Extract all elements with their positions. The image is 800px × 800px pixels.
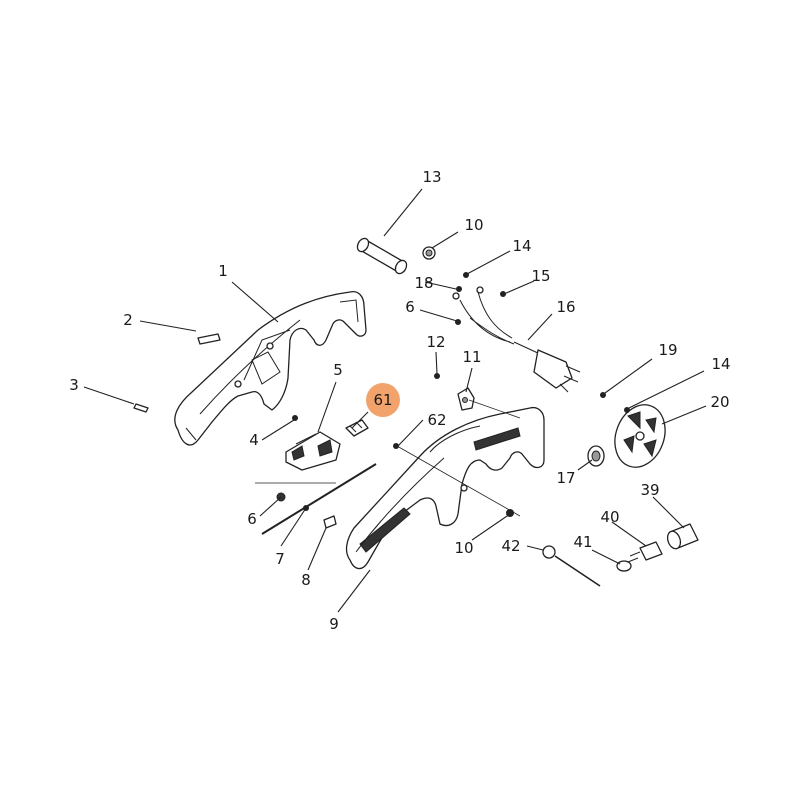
label-19: 19 [658, 341, 677, 359]
part-roller-assembly [616, 523, 699, 572]
part-screw-3 [133, 403, 149, 413]
label-9: 9 [329, 615, 339, 633]
highlight-marker-61 [366, 383, 400, 417]
label-8: 8 [301, 571, 311, 589]
leader-lines [83, 188, 707, 613]
part-switch [285, 431, 341, 471]
label-39: 39 [640, 481, 659, 499]
part-bushing [587, 445, 605, 467]
label-16: 16 [556, 298, 575, 316]
label-1: 1 [218, 262, 228, 280]
part-power-cord [452, 286, 581, 393]
label-14-right: 14 [711, 355, 730, 373]
label-17: 17 [556, 469, 575, 487]
part-grip-tube [356, 237, 408, 275]
part-ring-rod [542, 545, 601, 587]
part-handle-housing-left [174, 290, 367, 446]
part-nut-top [422, 246, 436, 260]
label-15: 15 [531, 267, 550, 285]
label-10-bottom: 10 [454, 539, 473, 557]
label-7: 7 [275, 550, 285, 568]
label-20: 20 [710, 393, 729, 411]
label-10-top: 10 [464, 216, 483, 234]
part-screw-4 [292, 415, 298, 421]
label-4: 4 [249, 431, 259, 449]
part-screw-12 [434, 373, 440, 379]
label-11: 11 [462, 348, 481, 366]
label-40: 40 [600, 508, 619, 526]
label-13: 13 [422, 168, 441, 186]
label-5: 5 [333, 361, 343, 379]
label-42: 42 [501, 537, 520, 555]
label-2: 2 [123, 311, 133, 329]
part-handle-housing-right [345, 406, 545, 570]
part-screw-2 [197, 333, 221, 345]
part-disc [614, 404, 666, 468]
part-labels: 1 2 3 4 5 6 6 7 8 9 10 10 11 12 13 14 14… [69, 168, 730, 633]
label-41: 41 [573, 533, 592, 551]
label-6-upper: 6 [405, 298, 415, 316]
label-14-top: 14 [512, 237, 531, 255]
label-12: 12 [426, 333, 445, 351]
label-3: 3 [69, 376, 79, 394]
label-61: 61 [373, 391, 392, 409]
label-6-left: 6 [247, 510, 257, 528]
label-62: 62 [427, 411, 446, 429]
part-screw-8 [323, 515, 337, 529]
label-18: 18 [414, 274, 433, 292]
